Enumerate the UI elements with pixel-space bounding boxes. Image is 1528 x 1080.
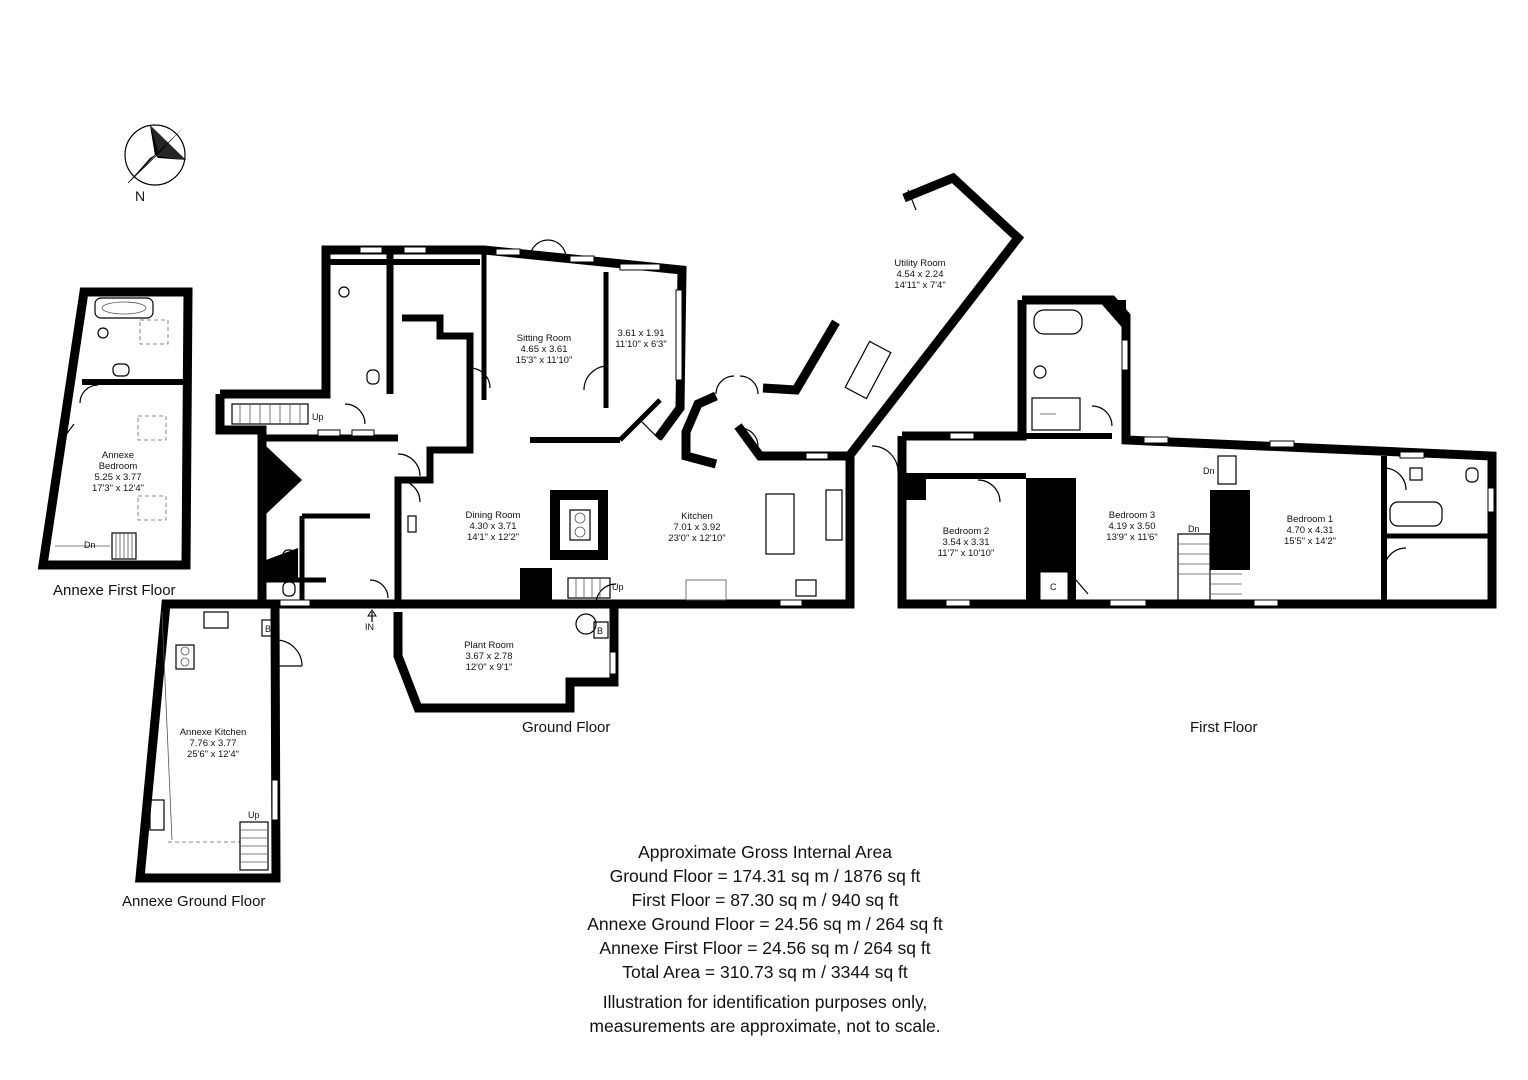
annexe-ground-up-marker: Up	[248, 810, 260, 820]
annexe-first-down-marker: Dn	[84, 540, 96, 550]
annexe-ground-floor-label: Annexe Ground Floor	[122, 893, 265, 910]
annexe-bedroom-metric: 5.25 x 3.77	[94, 472, 141, 483]
first-floor-plan: C	[871, 295, 1497, 609]
bedroom-3-metric: 4.19 x 3.50	[1108, 521, 1155, 532]
annexe-bedroom-name-2: Bedroom	[99, 461, 138, 472]
kitchen-name: Kitchen	[681, 511, 713, 522]
bedroom-2-name: Bedroom 2	[943, 526, 989, 537]
disclaimer-line-2: measurements are approximate, not to sca…	[589, 1016, 941, 1036]
sitting-room-name: Sitting Room	[517, 333, 571, 344]
plant-room-name: Plant Room	[464, 640, 514, 651]
dining-room-name: Dining Room	[466, 510, 521, 521]
dining-room-imperial: 14'1" x 12'2"	[467, 532, 519, 543]
annexe-first-floor-label: Annexe First Floor	[53, 582, 176, 599]
plant-room-imperial: 12'0" x 9'1"	[466, 662, 513, 673]
annexe-bedroom-imperial: 17'3" x 12'4"	[92, 483, 144, 494]
annexe-bedroom-name-1: Annexe	[102, 450, 134, 461]
bedroom-2-imperial: 11'7" x 10'10"	[938, 548, 995, 559]
sitting-room-imperial: 15'3" x 11'10"	[516, 355, 573, 366]
bedroom-3-imperial: 13'9" x 11'6"	[1106, 532, 1157, 543]
kitchen-imperial: 23'0" x 12'10"	[668, 533, 725, 544]
ground-floor-stairs-kitchen	[567, 577, 611, 599]
kitchen-metric: 7.01 x 3.92	[673, 522, 720, 533]
annexe-kitchen-metric: 7.76 x 3.77	[189, 738, 236, 749]
first-floor-stairs	[1177, 455, 1242, 601]
utility-room-name: Utility Room	[894, 258, 945, 269]
sitting-room-metric: 4.65 x 3.61	[520, 344, 567, 355]
plant-room-boiler-marker: B	[597, 626, 603, 636]
utility-room-metric: 4.54 x 2.24	[896, 269, 943, 280]
annexe-first-floor-plan: Dn Annexe Bedroom 5.25 x 3.77 17'3" x 12…	[37, 287, 193, 570]
annexe-boiler-marker: B	[265, 624, 271, 634]
ground-floor-plan: Up Up B IN Sitting Room 4.65 x 3.61	[215, 172, 1025, 713]
first-floor-cupboard-marker: C	[1050, 582, 1057, 592]
bedroom-1-metric: 4.70 x 4.31	[1286, 525, 1333, 536]
ground-entrance-marker: IN	[365, 622, 374, 632]
first-floor-down-marker-lower: Dn	[1188, 524, 1200, 534]
area-annexe-ground-floor: Annexe Ground Floor = 24.56 sq m / 264 s…	[587, 914, 943, 934]
ground-floor-label: Ground Floor	[522, 719, 610, 736]
area-summary-title: Approximate Gross Internal Area	[638, 842, 892, 862]
compass-north-label: N	[135, 188, 145, 204]
ground-stairs-up-marker-left: Up	[312, 412, 324, 422]
first-floor-label: First Floor	[1190, 719, 1258, 736]
bedroom-1-imperial: 15'5" x 14'2"	[1284, 536, 1336, 547]
area-annexe-first-floor: Annexe First Floor = 24.56 sq m / 264 sq…	[599, 938, 931, 958]
annexe-ground-floor-stairs	[239, 821, 269, 871]
first-floor-down-marker-upper: Dn	[1203, 466, 1215, 476]
utility-room-imperial: 14'11" x 7'4"	[894, 280, 945, 291]
area-total: Total Area = 310.73 sq m / 3344 sq ft	[622, 962, 908, 982]
bedroom-2-metric: 3.54 x 3.31	[942, 537, 989, 548]
annexe-first-floor-stairs	[111, 532, 137, 560]
plant-room-metric: 3.67 x 2.78	[465, 651, 512, 662]
area-summary: Approximate Gross Internal Area Ground F…	[540, 840, 990, 1038]
annexe-kitchen-name: Annexe Kitchen	[180, 727, 247, 738]
annexe-ground-floor-plan: B Up Annexe Kitchen 7.76 x 3.77 25'6" x …	[135, 599, 303, 883]
study-metric: 3.61 x 1.91	[617, 328, 664, 339]
disclaimer-line-1: Illustration for identification purposes…	[602, 992, 928, 1012]
area-ground-floor: Ground Floor = 174.31 sq m / 1876 sq ft	[609, 866, 921, 886]
area-first-floor: First Floor = 87.30 sq m / 940 sq ft	[631, 890, 899, 910]
annexe-kitchen-imperial: 25'6" x 12'4"	[187, 749, 239, 760]
bedroom-1-name: Bedroom 1	[1287, 514, 1333, 525]
compass-rose-icon	[124, 124, 186, 186]
ground-floor-stairs-left	[231, 403, 309, 425]
dining-room-metric: 4.30 x 3.71	[469, 521, 516, 532]
study-imperial: 11'10" x 6'3"	[615, 339, 666, 350]
bedroom-3-name: Bedroom 3	[1109, 510, 1155, 521]
ground-stairs-up-marker-kitchen: Up	[612, 582, 624, 592]
